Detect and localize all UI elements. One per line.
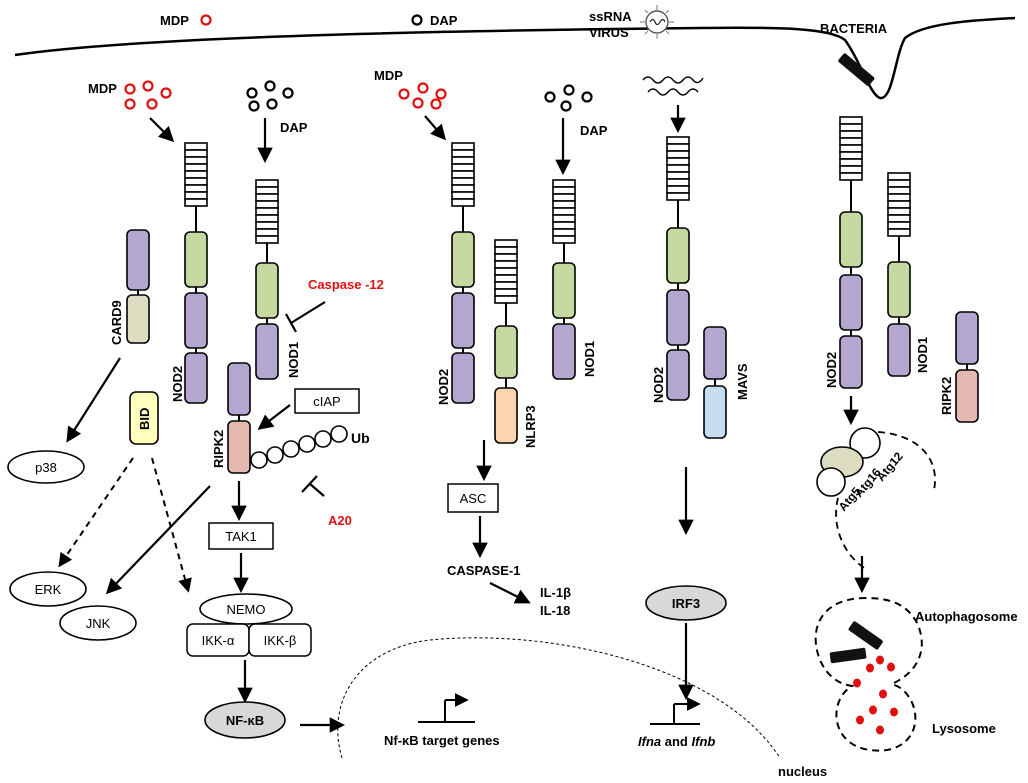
engulfed-bacterium-1: [848, 621, 883, 650]
ifn-promoter: [650, 697, 701, 725]
p1-nod2-protein: [184, 142, 208, 404]
a20-label: A20: [328, 513, 352, 528]
bacterium-icon: [838, 53, 875, 86]
p2-nod2-label: NOD2: [436, 369, 451, 405]
il18-label: IL-18: [540, 603, 570, 618]
nlrp3-label: NLRP3: [523, 405, 538, 448]
p4-nod2-protein: [839, 116, 863, 389]
atg5-node: [816, 467, 846, 497]
p3-nod2-protein: [666, 136, 690, 401]
il1b-label: IL-1β: [540, 585, 571, 600]
atg12-node: [849, 427, 881, 459]
card9-to-p38-arrow: [66, 357, 121, 443]
caspase12-label: Caspase -12: [308, 277, 384, 292]
irf3-label: IRF3: [672, 596, 700, 611]
p1-mdp-ligands: [124, 80, 172, 110]
ciap-label: cIAP: [313, 394, 340, 409]
ssrna-strand: [642, 76, 704, 84]
p1-mdp-arrow: [149, 117, 175, 143]
nfkb-target-promoter: [418, 693, 475, 723]
ssrna-strand-2: [647, 88, 699, 96]
p2-mdp-arrow: [424, 115, 447, 141]
p2-nod1-label: NOD1: [582, 341, 597, 377]
p1-dap-label: DAP: [280, 120, 308, 135]
bid-to-nemo-arrow: [151, 457, 192, 593]
nfkb-target-genes-label: Nf-κB target genes: [384, 733, 500, 748]
mdp-legend-icon: [200, 14, 212, 26]
caspase12-inhibition: [285, 301, 326, 333]
p3-nod2-label: NOD2: [651, 367, 666, 403]
caspase1-label: CASPASE-1: [447, 563, 520, 578]
p1-mdp-label: MDP: [88, 81, 117, 96]
p4-nod2-label: NOD2: [824, 352, 839, 388]
cell-membrane: [14, 16, 1016, 100]
p2-mdp-label: MDP: [374, 68, 403, 83]
bid-protein: [129, 391, 159, 445]
nfkb-label: NF-κB: [226, 713, 264, 728]
virus-icon: [640, 5, 674, 39]
nemo-label: NEMO: [227, 602, 266, 617]
autophagosome-lysosome: [814, 596, 923, 752]
nucleus-boundary: [337, 637, 781, 759]
top-virus-label: VIRUS: [589, 25, 629, 40]
irf3-node: [645, 585, 727, 621]
p1-ripk2-protein: [227, 362, 251, 474]
p1-dap-ligands: [246, 80, 294, 112]
p38-label: p38: [35, 460, 57, 475]
nfkb-node: [204, 701, 286, 739]
ciap-arrow: [257, 404, 291, 430]
p1-nod1-protein: [255, 179, 279, 380]
bid-label: BID: [137, 408, 152, 430]
top-dap-label: DAP: [430, 13, 458, 28]
ubiquitin-chain: [250, 425, 348, 469]
p4-nod1-protein: [887, 172, 911, 377]
p2-nod1-protein: [552, 179, 576, 380]
top-mdp-label: MDP: [160, 13, 189, 28]
engulfed-bacterium-2: [829, 647, 867, 664]
p2-dap-ligands: [544, 84, 593, 112]
nucleus-label: nucleus: [778, 764, 827, 779]
erk-label: ERK: [35, 582, 62, 597]
p38-node: [7, 450, 85, 484]
mavs-label: MAVS: [735, 363, 750, 400]
autophagosome-label: Autophagosome: [915, 609, 1018, 624]
tak1-label: TAK1: [225, 529, 257, 544]
lysosome-enzymes: [853, 655, 898, 735]
caspase1-to-il-arrow: [489, 582, 531, 604]
p1-nod1-label: NOD1: [286, 342, 301, 378]
p1-ripk2-label: RIPK2: [211, 430, 226, 468]
jnk-label: JNK: [86, 616, 111, 631]
asc-label: ASC: [460, 491, 487, 506]
tak1-box: [208, 522, 274, 550]
card9-label: CARD9: [109, 300, 124, 345]
ikka-label: IKK-α: [202, 633, 235, 648]
p4-nod1-label: NOD1: [915, 337, 930, 373]
a20-inhibition: [301, 475, 325, 497]
jnk-node: [59, 605, 137, 641]
mavs-protein: [703, 326, 727, 439]
ifn-genes-label: Ifna and Ifnb: [638, 734, 715, 749]
ikkb-label: IKK-β: [264, 633, 297, 648]
ciap-box: [294, 388, 360, 414]
p1-nod2-label: NOD2: [170, 366, 185, 402]
erk-node: [9, 571, 87, 607]
ub-label: Ub: [351, 430, 370, 446]
lysosome-label: Lysosome: [932, 721, 996, 736]
p2-dap-label: DAP: [580, 123, 608, 138]
dap-legend-icon: [411, 14, 423, 26]
p2-nod2-protein: [451, 142, 475, 404]
ikkb-box: [248, 623, 312, 657]
p2-mdp-ligands: [398, 82, 447, 110]
card9-protein: [126, 229, 150, 344]
top-bacteria-label: BACTERIA: [820, 21, 888, 36]
nlrp3-protein: [494, 239, 518, 444]
asc-box: [447, 483, 499, 513]
ripk2-to-jnk-arrow: [105, 485, 211, 595]
top-ssrna-label: ssRNA: [589, 9, 632, 24]
p4-ripk2-protein: [955, 311, 979, 423]
p4-ripk2-label: RIPK2: [939, 377, 954, 415]
